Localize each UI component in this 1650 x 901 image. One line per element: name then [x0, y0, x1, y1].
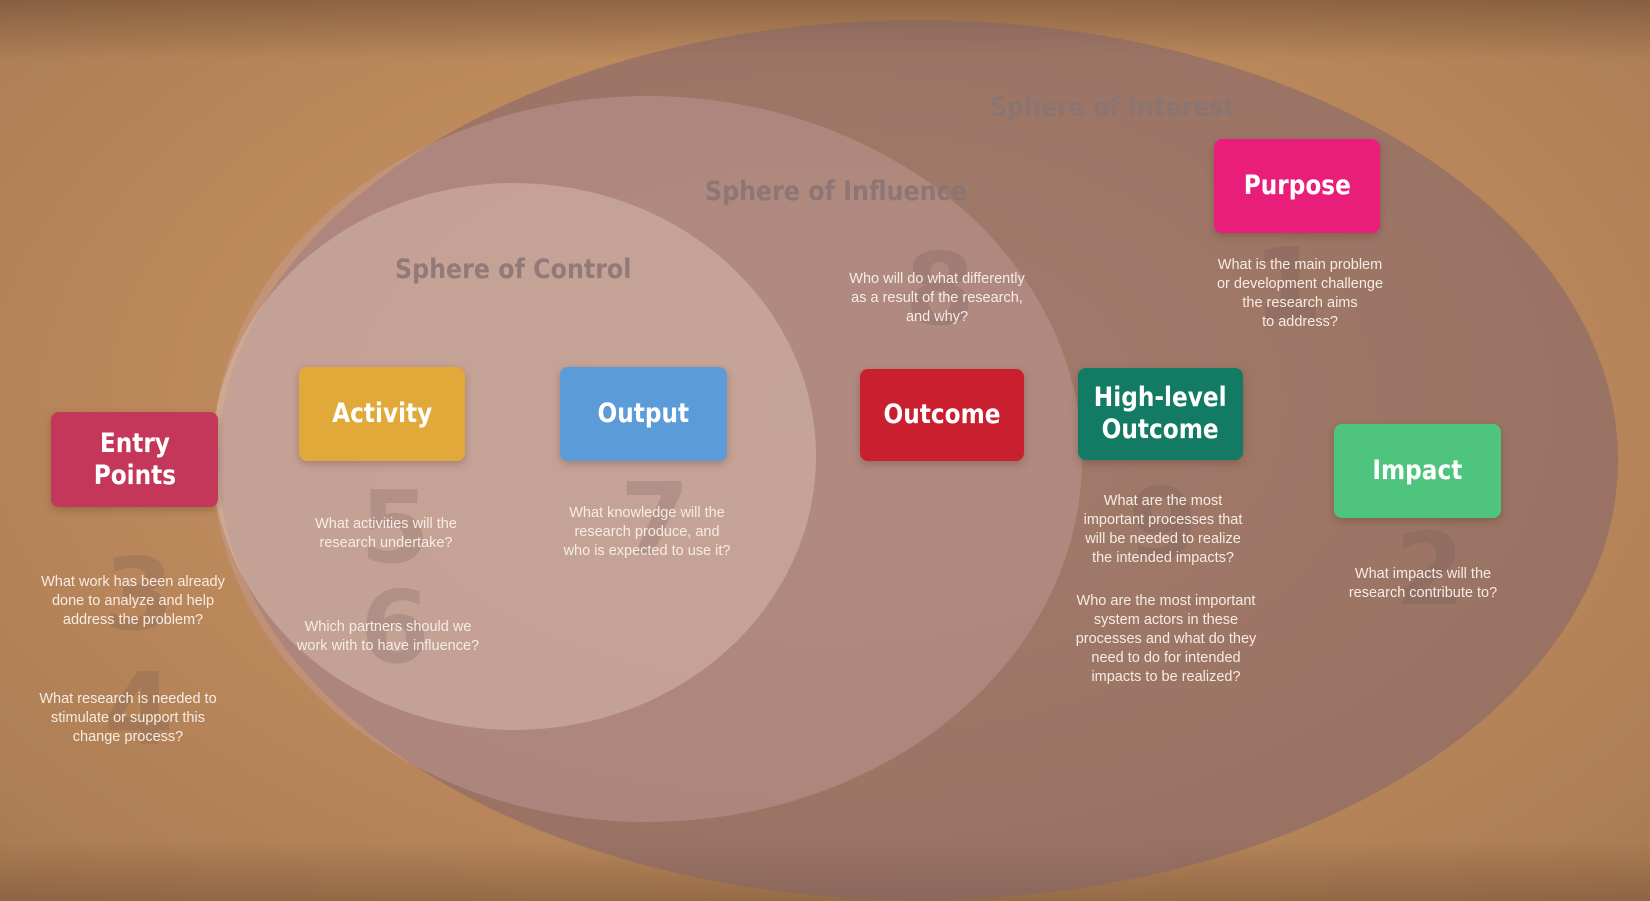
step-number-7: 7 — [620, 461, 690, 578]
activity-box: Activity — [299, 367, 465, 461]
step-number-4: 4 — [104, 651, 174, 768]
output-box: Output — [560, 367, 727, 461]
sphere-of-interest-label: Sphere of Interest — [990, 92, 1235, 123]
impact-question: What impacts will the research contribut… — [1348, 566, 1498, 601]
purpose-question: What is the main problem or development … — [1216, 257, 1384, 330]
outcome-label: Outcome — [883, 399, 1001, 430]
high-level-actors-question: Who are the most important system actors… — [1075, 593, 1257, 685]
step-number-8: 8 — [905, 231, 975, 348]
step-number-9: 9 — [1128, 466, 1198, 583]
impact-box: Impact — [1334, 424, 1501, 518]
entry-work-question: What work has been already done to analy… — [41, 574, 225, 628]
activity-label: Activity — [331, 398, 433, 429]
step-number-5: 5 — [360, 469, 430, 586]
high-level-outcome-box: High-level Outcome — [1078, 368, 1243, 460]
impact-label: Impact — [1372, 455, 1463, 486]
output-label: Output — [597, 398, 690, 429]
partners-question: Which partners should we work with to ha… — [296, 619, 480, 654]
high-level-processes-question: What are the most important processes th… — [1083, 493, 1243, 566]
step-number-1: 1 — [1253, 226, 1323, 343]
purpose-box: Purpose — [1214, 139, 1380, 233]
step-number-2: 2 — [1395, 511, 1465, 628]
outcome-box: Outcome — [860, 369, 1024, 461]
sphere-of-influence-label: Sphere of Influence — [705, 176, 967, 207]
purpose-label: Purpose — [1243, 170, 1351, 201]
entry-research-question: What research is needed to stimulate or … — [39, 691, 217, 745]
output-question: What knowledge will the research produce… — [563, 505, 731, 559]
step-number-3: 3 — [104, 536, 174, 653]
step-number-6: 6 — [360, 569, 430, 686]
entry-points-label: Entry Points — [93, 427, 176, 491]
sphere-of-control-label: Sphere of Control — [395, 254, 632, 285]
outcome-question: Who will do what differently as a result… — [849, 271, 1025, 325]
entry-points-box: Entry Points — [51, 412, 218, 507]
activity-question: What activities will the research undert… — [315, 516, 457, 551]
high-level-outcome-label: High-level Outcome — [1094, 382, 1227, 445]
